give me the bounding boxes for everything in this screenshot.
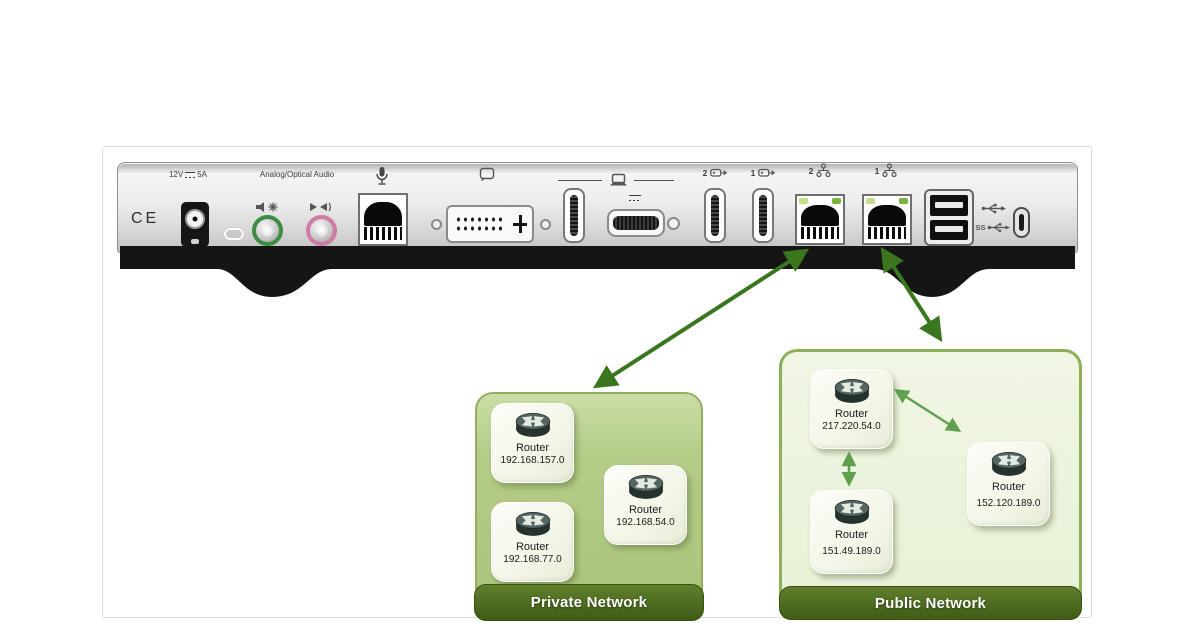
router-icon xyxy=(623,473,669,503)
network-icon xyxy=(816,163,831,178)
bracket-line-left xyxy=(558,180,602,182)
dc-power-icon-small xyxy=(629,195,641,201)
power-voltage: 12V xyxy=(168,170,184,179)
microphone-icon xyxy=(376,167,388,185)
ethernet-port-2 xyxy=(795,194,845,245)
ss-label: SS xyxy=(975,223,986,232)
display-icon xyxy=(479,167,495,182)
displayport-2 xyxy=(704,188,726,243)
router-label: Router xyxy=(515,442,550,454)
jack-comb xyxy=(364,227,402,241)
router-label: Router xyxy=(991,481,1026,493)
displayport-1 xyxy=(752,188,774,243)
dc-power-icon xyxy=(185,171,196,178)
dvi-cross-pins xyxy=(512,215,528,233)
ethernet-2-number: 2 xyxy=(808,165,814,176)
displayport-1-number: 1 xyxy=(750,168,756,178)
line-in-icon xyxy=(310,202,331,212)
dock-bottom-wave xyxy=(120,246,1075,297)
usb-ss-icon: SS xyxy=(973,222,1013,233)
usb-a-port xyxy=(930,195,968,216)
public-network-banner: Public Network xyxy=(779,586,1082,620)
router-ip: 192.168.157.0 xyxy=(500,455,565,466)
network-icon xyxy=(882,163,897,178)
displayport-icon xyxy=(710,168,728,177)
dvi-pins xyxy=(453,214,506,234)
router-ip: 192.168.54.0 xyxy=(616,517,675,528)
micro-port xyxy=(1013,207,1030,238)
power-current: 5A xyxy=(197,170,208,179)
displayport-1-label: 1 xyxy=(743,168,783,178)
router-icon xyxy=(829,377,875,407)
router-card: Router 217.220.54.0 xyxy=(810,369,893,449)
usb-a-ports xyxy=(924,189,974,246)
router-ip: 151.49.189.0 xyxy=(822,546,881,557)
bracket-line-right xyxy=(634,180,674,182)
usb-a-port xyxy=(930,219,968,240)
private-network-title: Private Network xyxy=(530,594,648,611)
displayport-icon xyxy=(758,168,776,177)
public-network-title: Public Network xyxy=(874,594,987,612)
audio-in-jack xyxy=(306,215,337,246)
docking-station: CE 12V 5A Analog/Optical Audio 2 xyxy=(117,162,1078,307)
router-ip: 192.168.77.0 xyxy=(503,554,562,565)
jack-comb xyxy=(801,227,839,240)
ethernet-led-left xyxy=(865,197,876,204)
router-icon xyxy=(510,411,556,441)
power-rating-label: 12V 5A xyxy=(157,170,219,180)
audio-section-label: Analog/Optical Audio xyxy=(259,170,335,179)
dvi-port xyxy=(446,205,534,243)
router-label: Router xyxy=(515,541,550,553)
router-icon xyxy=(829,498,875,528)
ethernet-led-right xyxy=(898,197,909,204)
router-icon xyxy=(986,450,1032,480)
host-port xyxy=(563,188,585,243)
router-card: Router 192.168.77.0 xyxy=(491,502,574,582)
dvi-screw-right xyxy=(540,219,551,230)
jack-comb xyxy=(868,227,906,240)
private-network-box: Router 192.168.157.0 Router 192.168.54.0… xyxy=(474,392,704,621)
power-jack-notch xyxy=(191,239,199,244)
router-icon xyxy=(510,510,556,540)
jack-dome xyxy=(868,205,906,227)
router-ip: 217.220.54.0 xyxy=(822,421,881,432)
router-card: Router 192.168.157.0 xyxy=(491,403,574,483)
router-card: Router 151.49.189.0 xyxy=(810,490,893,574)
public-network-box: Router 217.220.54.0 Router 152.120.189.0… xyxy=(779,349,1082,620)
usb-icon xyxy=(981,203,1006,214)
router-card: Router 192.168.54.0 xyxy=(604,465,687,545)
jack-dome xyxy=(801,205,839,227)
ce-mark: CE xyxy=(131,210,160,227)
laptop-icon xyxy=(610,173,627,186)
usb-icon xyxy=(987,223,1010,233)
jack-dome xyxy=(364,201,402,227)
ethernet-led-left xyxy=(798,197,809,204)
displayport-2-number: 2 xyxy=(702,168,708,178)
microphone-port xyxy=(358,193,408,246)
router-ip: 152.120.189.0 xyxy=(976,498,1041,509)
ethernet-2-label: 2 xyxy=(800,163,840,178)
router-label: Router xyxy=(628,504,663,516)
power-jack-port xyxy=(181,202,209,247)
ethernet-1-number: 1 xyxy=(874,165,880,176)
ethernet-port-1 xyxy=(862,194,912,245)
ethernet-1-label: 1 xyxy=(866,163,906,178)
reset-slot xyxy=(224,228,244,240)
private-network-banner: Private Network xyxy=(474,584,704,621)
audio-out-jack xyxy=(252,215,283,246)
router-card: Router 152.120.189.0 xyxy=(967,442,1050,526)
dvi-screw-left xyxy=(431,219,442,230)
docking-connector-port xyxy=(607,209,665,237)
router-label: Router xyxy=(834,408,869,420)
displayport-2-label: 2 xyxy=(695,168,735,178)
thumbscrew xyxy=(667,217,680,230)
headphone-out-icon xyxy=(256,202,278,212)
router-label: Router xyxy=(834,529,869,541)
ethernet-led-right xyxy=(831,197,842,204)
